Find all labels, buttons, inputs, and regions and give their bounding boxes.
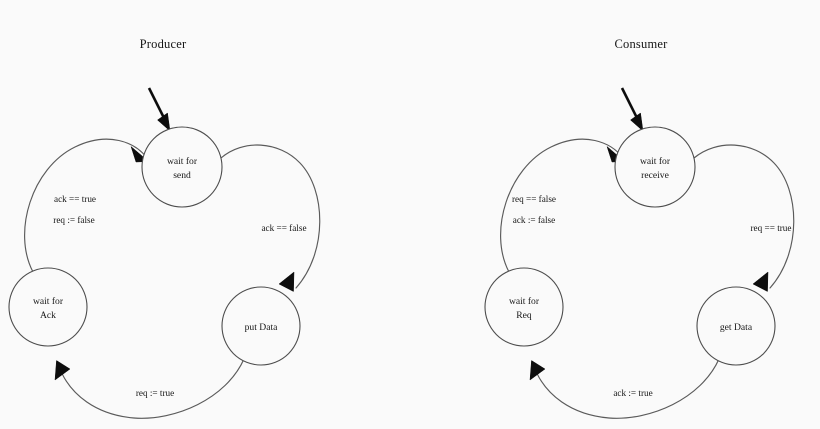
edge-receive-to-get [693, 144, 795, 289]
edge-label-ack-to-send-line2: req := false [53, 215, 94, 225]
edge-put-to-ack [57, 358, 245, 419]
entry-arrowhead [157, 112, 171, 132]
producer-initial-arrow [147, 87, 171, 132]
state-wait-for-ack[interactable]: wait for Ack [8, 267, 88, 347]
state-label-wait-for-send-line2: send [173, 170, 191, 181]
arrowhead-receive-to-get [752, 271, 769, 292]
edge-label-receive-to-get: req == true [751, 223, 792, 233]
consumer-title: Consumer [615, 37, 669, 51]
state-label-wait-for-receive-line1: wait for [640, 156, 671, 167]
state-circle-put-data[interactable] [221, 286, 301, 366]
arrowhead-put-to-ack [54, 360, 71, 381]
state-wait-for-send[interactable]: wait for send [141, 126, 223, 208]
edge-req-to-receive [500, 138, 624, 273]
state-label-wait-for-ack-line2: Ack [40, 310, 56, 321]
producer-diagram: Producer wait for send [8, 37, 321, 419]
arrowhead-get-to-req [529, 360, 546, 381]
state-circle-wait-for-receive[interactable] [614, 126, 696, 208]
edge-send-to-put [220, 144, 321, 289]
edge-label-req-to-receive-line1: req == false [512, 194, 556, 204]
state-label-wait-for-req-line2: Req [516, 310, 532, 321]
producer-title: Producer [140, 37, 187, 51]
state-wait-for-receive[interactable]: wait for receive [614, 126, 696, 208]
edge-ack-to-send [24, 138, 148, 273]
state-label-put-data-line1: put Data [245, 322, 279, 333]
state-circle-wait-for-send[interactable] [141, 126, 223, 208]
edge-label-req-to-receive-line2: ack := false [513, 215, 555, 225]
state-get-data[interactable]: get Data [696, 286, 776, 366]
state-put-data[interactable]: put Data [221, 286, 301, 366]
state-circle-wait-for-ack[interactable] [8, 267, 88, 347]
edge-get-to-req [532, 358, 720, 419]
state-label-wait-for-send-line1: wait for [167, 156, 198, 167]
arrowhead-send-to-put [278, 271, 295, 292]
consumer-initial-arrow [620, 87, 644, 132]
edge-label-get-to-req: ack := true [613, 388, 652, 398]
edge-label-send-to-put: ack == false [261, 223, 306, 233]
edge-label-put-to-ack: req := true [136, 388, 174, 398]
state-label-wait-for-ack-line1: wait for [33, 296, 64, 307]
entry-arrowhead [630, 112, 644, 132]
state-circle-wait-for-req[interactable] [484, 267, 564, 347]
state-label-wait-for-req-line1: wait for [509, 296, 540, 307]
state-label-get-data-line1: get Data [720, 322, 753, 333]
state-circle-get-data[interactable] [696, 286, 776, 366]
consumer-diagram: Consumer wait for receive [484, 37, 795, 419]
state-wait-for-req[interactable]: wait for Req [484, 267, 564, 347]
edge-label-ack-to-send-line1: ack == true [54, 194, 96, 204]
state-label-wait-for-receive-line2: receive [641, 170, 669, 181]
